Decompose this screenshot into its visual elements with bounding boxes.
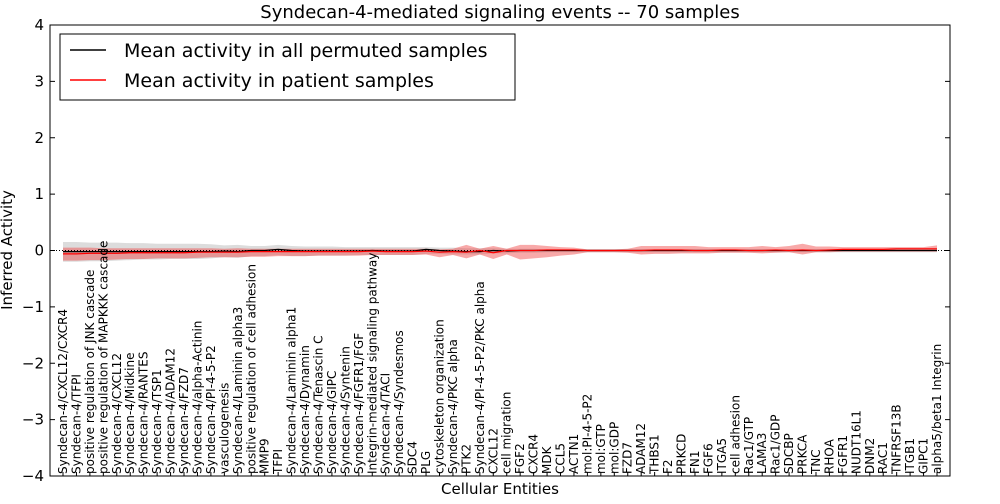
- x-tick-label: Syndecan-4/PI-4-5-P2/PKC alpha: [473, 281, 487, 474]
- x-tick-label: Syndecan-4/alpha-Actinin: [190, 321, 204, 474]
- x-tick-label: positive regulation of MAPKKK cascade: [96, 241, 110, 474]
- x-tick-label: Syndecan-4/ADAM12: [164, 348, 178, 474]
- x-tick-label: Syndecan-4/GIPC: [325, 371, 339, 474]
- x-tick-label: FGF6: [701, 443, 715, 474]
- x-tick-label: NUDT16L1: [849, 410, 863, 474]
- series-line-2: [63, 248, 937, 255]
- x-tick-label: MMP9: [258, 438, 272, 474]
- x-tick-label: Syndecan-4/Midkine: [123, 353, 137, 474]
- x-tick-label: CXCL12: [486, 428, 500, 474]
- x-tick-label: CXCR4: [527, 434, 541, 474]
- x-tick-label: positive regulation of JNK cascade: [83, 270, 97, 474]
- x-tick-label: PTK2: [459, 444, 473, 474]
- x-tick-label: cytoskeleton organization: [432, 319, 446, 474]
- x-tick-label: PRKCD: [675, 434, 689, 474]
- x-tick-label: vasculogenesis: [217, 383, 231, 474]
- x-tick-label: TNFRSF13B: [890, 404, 904, 475]
- x-tick-label: Syndecan-4/Laminin alpha3: [231, 307, 245, 474]
- x-tick-label: Syndecan-4/Dynamin: [298, 345, 312, 474]
- chart-title: Syndecan-4-mediated signaling events -- …: [260, 2, 739, 23]
- x-tick-label: TNC: [809, 449, 823, 475]
- x-tick-label: Rac1/GTP: [742, 417, 756, 474]
- x-tick-label: Syndecan-4/Syndesmos: [392, 330, 406, 474]
- y-axis-label: Inferred Activity: [0, 190, 16, 310]
- x-tick-label: GIPC1: [917, 438, 931, 474]
- x-tick-label: ITGB1: [903, 438, 917, 474]
- x-tick-label: Syndecan-4/TFPI: [69, 374, 83, 474]
- x-tick-label: FN1: [688, 450, 702, 474]
- x-tick-label: Syndecan-4/TACI: [379, 373, 393, 474]
- y-tick-label: 2: [34, 129, 44, 147]
- x-tick-label: Syndecan-4/CXCL12: [110, 353, 124, 474]
- y-tick-label: −1: [22, 298, 44, 316]
- x-tick-label: mol:PI-4-5-P2: [580, 394, 594, 474]
- x-tick-label: CCL5: [554, 443, 568, 474]
- x-tick-label: mol:GTP: [594, 424, 608, 474]
- x-tick-label: DNM2: [863, 438, 877, 474]
- x-tick-label: Syndecan-4/FZD7: [177, 367, 191, 474]
- x-tick-label: Syndecan-4/Syntenin: [338, 346, 352, 474]
- x-tick-label: FZD7: [621, 442, 635, 474]
- x-tick-label: Syndecan-4/Tenascin C: [311, 335, 325, 474]
- x-tick-label: PRKCA: [796, 434, 810, 474]
- y-ticks: −4 −3 −2 −1 0 1 2 3 4: [22, 16, 950, 485]
- x-tick-label: LAMA3: [755, 433, 769, 474]
- x-tick-label: cell adhesion: [728, 395, 742, 474]
- y-tick-label: 3: [34, 72, 44, 90]
- series-lines: [63, 248, 937, 255]
- y-tick-label: −2: [22, 354, 44, 372]
- x-tick-label: THBS1: [648, 434, 662, 475]
- x-axis-label: Cellular Entities: [441, 480, 559, 498]
- x-tick-label: RHOA: [822, 438, 836, 474]
- x-tick-label: Syndecan-4/TSP1: [150, 369, 164, 474]
- legend-label: Mean activity in patient samples: [124, 70, 434, 92]
- x-tick-label: RAC1: [876, 442, 890, 474]
- x-tick-label: ITGA5: [715, 438, 729, 474]
- x-tick-label: MDK: [540, 445, 554, 474]
- x-tick-label: Rac1/GDP: [769, 415, 783, 474]
- x-tick-label: PLG: [419, 451, 433, 474]
- x-tick-label: Syndecan-4/RANTES: [137, 352, 151, 474]
- legend-label: Mean activity in all permuted samples: [124, 40, 487, 62]
- y-tick-label: 0: [34, 242, 44, 260]
- y-tick-label: 1: [34, 185, 44, 203]
- x-tick-label: Syndecan-4/PI-4-5-P2: [204, 345, 218, 474]
- x-tick-label: FGFR1: [836, 435, 850, 474]
- x-tick-label: Syndecan-4/FGFR1/FGF: [352, 333, 366, 474]
- y-tick-label: −3: [22, 411, 44, 429]
- x-tick-label: cell migration: [500, 392, 514, 474]
- y-tick-label: −4: [22, 467, 44, 485]
- x-tick-label: F2: [661, 459, 675, 474]
- x-tick-label: mol:GDP: [607, 422, 621, 474]
- x-tick-label: positive regulation of cell adhesion: [244, 264, 258, 474]
- x-tick-label: Syndecan-4/Laminin alpha1: [285, 307, 299, 474]
- x-tick-label: ACTN1: [567, 434, 581, 474]
- legend-box: [59, 33, 516, 101]
- x-tick-label: FGF2: [513, 443, 527, 474]
- plot-frame: [49, 24, 951, 477]
- legend: Mean activity in all permuted samplesMea…: [59, 33, 516, 101]
- x-tick-label: SDC4: [406, 441, 420, 474]
- x-tick-label: Integrin-mediated signaling pathway: [365, 253, 379, 474]
- x-tick-label: ADAM12: [634, 423, 648, 474]
- y-tick-label: 4: [34, 16, 44, 34]
- x-tick-label: TFPI: [271, 449, 285, 475]
- x-tick-label: alpha5/beta1 Integrin: [930, 344, 944, 474]
- x-tick-label: SDCBP: [782, 433, 796, 474]
- x-tick-label: Syndecan-4/PKC alpha: [446, 339, 460, 474]
- x-tick-label: Syndecan-4/CXCL12/CXCR4: [56, 309, 70, 474]
